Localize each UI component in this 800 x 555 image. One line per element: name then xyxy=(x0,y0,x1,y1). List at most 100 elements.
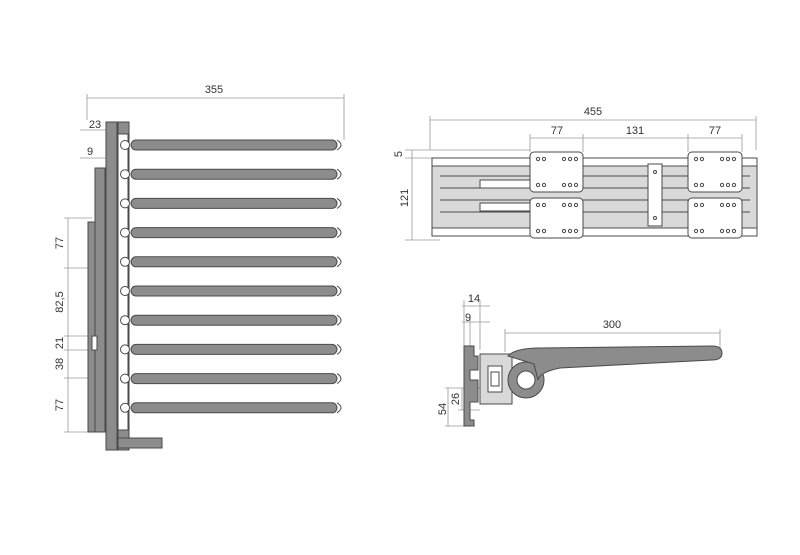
bolt-hole xyxy=(731,156,737,162)
bolt-hole xyxy=(541,156,547,162)
bolt-hole xyxy=(561,156,567,162)
bolt-hole xyxy=(567,156,573,162)
rod-tip xyxy=(336,314,342,326)
mounting-plate-upper xyxy=(94,167,106,433)
bolt-hole xyxy=(699,182,705,188)
rod-pivot xyxy=(120,344,130,355)
bolt-hole xyxy=(699,228,705,234)
bolt-hole xyxy=(567,202,573,208)
mount-block-right-top xyxy=(687,151,743,193)
dim-height-121: 121 xyxy=(399,189,411,207)
bolt-hole xyxy=(731,202,737,208)
dim-inner-offset: 9 xyxy=(465,312,471,324)
bolt-hole xyxy=(693,156,699,162)
hanger-rod xyxy=(130,256,338,268)
rod-pivot xyxy=(120,198,130,209)
hanger-rod xyxy=(130,314,338,326)
bolt-hole xyxy=(541,202,547,208)
mount-block-right-bottom xyxy=(687,197,743,239)
bolt-hole xyxy=(567,228,573,234)
rod-tip xyxy=(336,227,342,239)
bolt-hole xyxy=(573,228,579,234)
bolt-hole xyxy=(719,156,725,162)
dim-center-gap: 131 xyxy=(626,125,644,137)
rod-pivot xyxy=(120,373,130,384)
dim-offset-9: 9 xyxy=(87,146,93,158)
bolt-hole xyxy=(719,202,725,208)
bolt-hole xyxy=(719,228,725,234)
bolt-hole xyxy=(567,182,573,188)
frame-foot xyxy=(117,437,163,449)
rod-pivot xyxy=(120,140,130,150)
hanger-rod xyxy=(130,197,338,209)
front-view: 355 23 9 77 82,5 21 38 77 xyxy=(54,84,345,451)
bolt-hole xyxy=(731,228,737,234)
dim-offset-5: 5 xyxy=(393,151,405,157)
rod-pivot xyxy=(120,227,130,238)
hanger-rod xyxy=(130,139,338,151)
side-slot xyxy=(487,365,503,393)
frame-inner xyxy=(117,133,129,431)
rail-slot-lower xyxy=(479,202,531,212)
bolt-hole xyxy=(731,182,737,188)
dim-outer-offset: 14 xyxy=(468,293,480,305)
hanger-rod xyxy=(130,168,338,180)
bolt-hole xyxy=(699,202,705,208)
bolt-hole xyxy=(561,228,567,234)
rod-tip xyxy=(336,285,342,297)
bolt-hole xyxy=(725,202,731,208)
rod-pivot xyxy=(120,256,130,267)
bolt-hole xyxy=(725,182,731,188)
center-clip xyxy=(647,163,663,227)
bolt-hole xyxy=(561,182,567,188)
plate-notch xyxy=(91,335,98,351)
rod-pivot xyxy=(120,315,130,326)
rod-tip xyxy=(336,343,342,355)
rail-outline xyxy=(431,157,758,237)
frame-left xyxy=(105,121,118,451)
dim-spacing-bottom: 77 xyxy=(54,399,66,411)
rod-pivot xyxy=(120,169,130,180)
rod-tip xyxy=(336,402,342,414)
hanger-rods xyxy=(120,139,342,414)
bolt-hole xyxy=(541,182,547,188)
dim-mount-height: 21 xyxy=(54,337,66,349)
rod-tip xyxy=(336,139,342,151)
bolt-hole xyxy=(535,228,541,234)
bolt-hole xyxy=(725,156,731,162)
bolt-hole xyxy=(699,156,705,162)
bolt-hole xyxy=(693,182,699,188)
bolt-holes xyxy=(535,156,737,234)
rail-slot-upper xyxy=(479,179,531,189)
dim-bracket-width: 23 xyxy=(89,119,101,131)
rod-tip xyxy=(336,168,342,180)
bolt-hole xyxy=(693,228,699,234)
rod-pivot xyxy=(120,286,130,296)
bolt-hole xyxy=(725,228,731,234)
rod-tip xyxy=(336,373,342,385)
hanger-rod xyxy=(130,343,338,355)
bolt-hole xyxy=(573,156,579,162)
hanger-rod xyxy=(130,285,338,297)
bolt-hole xyxy=(573,182,579,188)
mount-block-left-top xyxy=(529,151,584,193)
dim-spacing-lower: 38 xyxy=(54,358,66,370)
hanger-rod xyxy=(130,373,338,385)
bolt-hole xyxy=(573,202,579,208)
dim-overall-width: 355 xyxy=(205,84,223,96)
rod-pivot xyxy=(120,402,130,413)
bolt-hole xyxy=(535,202,541,208)
dim-overall-length: 455 xyxy=(584,106,602,118)
dim-inner-height: 26 xyxy=(450,393,462,405)
dim-left-block: 77 xyxy=(551,125,563,137)
hanger-rod xyxy=(130,227,338,239)
dim-spacing-top: 77 xyxy=(54,237,66,249)
pivot-hole xyxy=(516,370,536,390)
dim-total-height: 54 xyxy=(437,403,449,415)
bolt-hole xyxy=(541,228,547,234)
rod-tip xyxy=(336,256,342,268)
dim-spacing-middle: 82,5 xyxy=(54,291,66,312)
mount-block-left-bottom xyxy=(529,197,584,239)
rod-tip xyxy=(336,197,342,209)
